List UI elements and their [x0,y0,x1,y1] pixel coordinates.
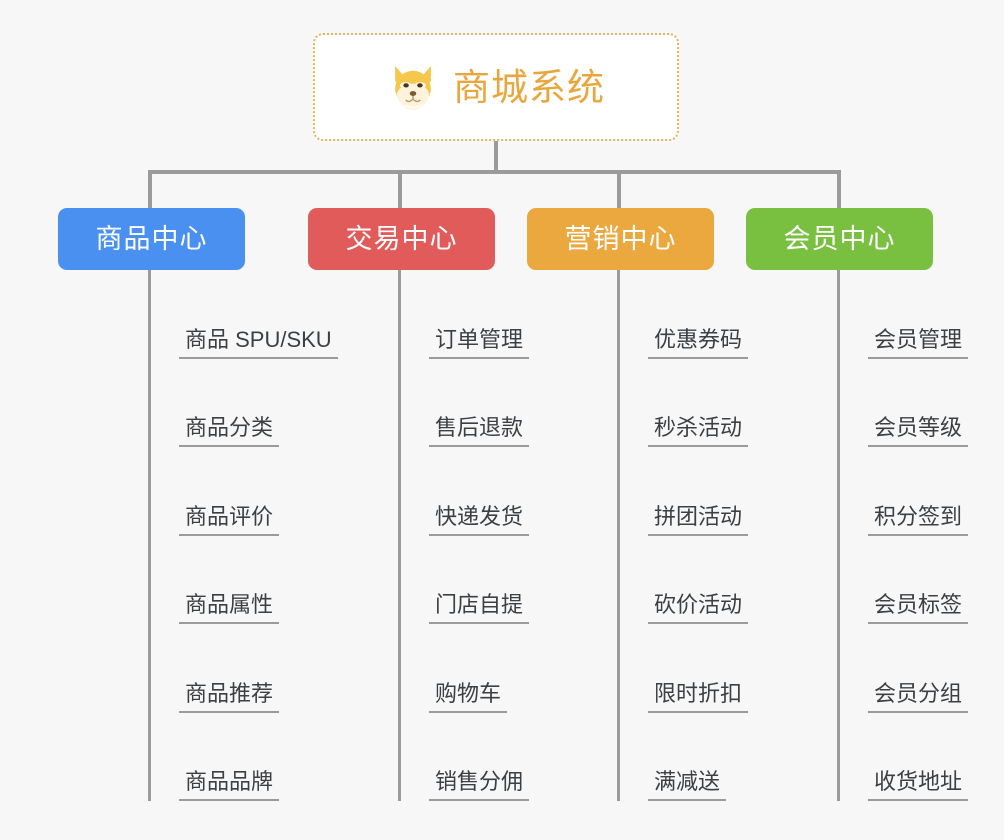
leaf-item-underline: 商品分类 [179,415,280,447]
connector-drop-1 [148,170,152,210]
dog-face-icon [395,65,431,110]
leaf-item-underline: 购物车 [429,680,508,713]
leaf-item[interactable]: 砍价活动 [620,536,749,624]
leaf-item[interactable]: 购物车 [401,624,529,713]
leaf-item[interactable]: 门店自提 [401,536,530,624]
leaf-item[interactable]: 商品 SPU/SKU [151,270,338,359]
leaf-item[interactable]: 销售分佣 [401,713,530,801]
leaf-item-label: 商品品牌 [185,769,274,794]
category-label: 商品中心 [95,223,208,254]
leaf-item[interactable]: 会员分组 [840,624,969,713]
leaf-item-label: 商品推荐 [185,680,274,706]
category-label: 交易中心 [345,223,458,254]
leaf-item-underline: 会员等级 [868,415,969,447]
leaf-item[interactable]: 秒杀活动 [620,359,749,447]
leaf-item-underline: 优惠券码 [648,326,749,359]
category-box-4[interactable]: 会员中心 [746,208,933,270]
leaf-item-list: 商品 SPU/SKU 商品分类商品评价商品属性商品推荐商品品牌 [148,270,338,801]
leaf-item-label: 秒杀活动 [654,415,743,440]
category-box-3[interactable]: 营销中心 [527,208,714,270]
leaf-item-label: 会员管理 [874,326,963,352]
leaf-item[interactable]: 优惠券码 [620,270,749,359]
leaf-item-underline: 限时折扣 [648,680,749,713]
leaf-item-list: 优惠券码秒杀活动拼团活动砍价活动限时折扣满减送 [617,270,749,801]
leaf-item[interactable]: 订单管理 [401,270,530,359]
leaf-item-label: 订单管理 [435,326,524,352]
leaf-item-label: 砍价活动 [654,592,743,617]
leaf-item-label: 优惠券码 [654,326,743,352]
leaf-item[interactable]: 商品评价 [151,447,338,536]
root-node[interactable]: 商城系统 [313,33,679,141]
leaf-item[interactable]: 积分签到 [840,447,969,536]
leaf-item-label: 满减送 [654,769,721,794]
leaf-item[interactable]: 售后退款 [401,359,530,447]
connector-horizontal-bar [149,170,841,174]
leaf-item-label: 会员等级 [874,415,963,440]
leaf-item[interactable]: 商品属性 [151,536,338,624]
leaf-item-label: 商品评价 [185,503,274,529]
leaf-item-underline: 商品推荐 [179,680,280,713]
leaf-item-underline: 积分签到 [868,503,969,536]
leaf-item-underline: 收货地址 [868,769,969,801]
leaf-item-underline: 会员管理 [868,326,969,359]
leaf-item-label: 会员标签 [874,592,963,617]
leaf-item-underline: 商品品牌 [179,769,280,801]
leaf-item[interactable]: 商品推荐 [151,624,338,713]
leaf-item-underline: 砍价活动 [648,592,749,624]
leaf-item-underline: 售后退款 [429,415,530,447]
leaf-item-label: 门店自提 [435,592,524,617]
leaf-item[interactable]: 限时折扣 [620,624,749,713]
category-label: 会员中心 [783,223,896,254]
leaf-item-underline: 订单管理 [429,326,530,359]
leaf-item-label: 收货地址 [874,769,963,794]
leaf-item-underline: 快递发货 [429,503,530,536]
leaf-item-underline: 商品属性 [179,592,280,624]
leaf-item[interactable]: 商品分类 [151,359,338,447]
leaf-item-label: 快递发货 [435,503,524,529]
leaf-item-underline: 满减送 [648,769,727,801]
leaf-item-list: 订单管理售后退款快递发货门店自提购物车销售分佣 [398,270,530,801]
leaf-item[interactable]: 会员管理 [840,270,969,359]
leaf-item-underline: 商品 SPU/SKU [179,326,338,359]
category-box-1[interactable]: 商品中心 [58,208,245,270]
connector-drop-3 [617,170,621,210]
leaf-item-label: 商品 SPU/SKU [185,326,332,352]
leaf-item-underline: 销售分佣 [429,769,530,801]
connector-drop-2 [398,170,402,210]
leaf-item[interactable]: 商品品牌 [151,713,338,801]
leaf-item[interactable]: 满减送 [620,713,748,801]
leaf-item-label: 商品分类 [185,415,274,440]
leaf-item[interactable]: 会员标签 [840,536,969,624]
leaf-item-label: 限时折扣 [654,680,743,706]
leaf-item-label: 售后退款 [435,415,524,440]
leaf-item-label: 积分签到 [874,503,963,529]
leaf-item-underline: 会员分组 [868,680,969,713]
leaf-item-label: 销售分佣 [435,769,524,794]
leaf-item-label: 商品属性 [185,592,274,617]
leaf-item-underline: 拼团活动 [648,503,749,536]
connector-drop-4 [837,170,841,210]
leaf-item-label: 购物车 [435,680,502,706]
category-box-2[interactable]: 交易中心 [308,208,495,270]
category-label: 营销中心 [564,223,677,254]
connector-root-stub [494,141,498,173]
leaf-item-underline: 秒杀活动 [648,415,749,447]
leaf-item[interactable]: 收货地址 [840,713,969,801]
leaf-item[interactable]: 会员等级 [840,359,969,447]
leaf-item-underline: 商品评价 [179,503,280,536]
leaf-item-underline: 会员标签 [868,592,969,624]
leaf-item-label: 拼团活动 [654,503,743,529]
leaf-item-label: 会员分组 [874,680,963,706]
leaf-item[interactable]: 拼团活动 [620,447,749,536]
leaf-item-list: 会员管理会员等级积分签到会员标签会员分组收货地址 [837,270,969,801]
leaf-item[interactable]: 快递发货 [401,447,530,536]
root-title: 商城系统 [453,66,605,108]
leaf-item-underline: 门店自提 [429,592,530,624]
